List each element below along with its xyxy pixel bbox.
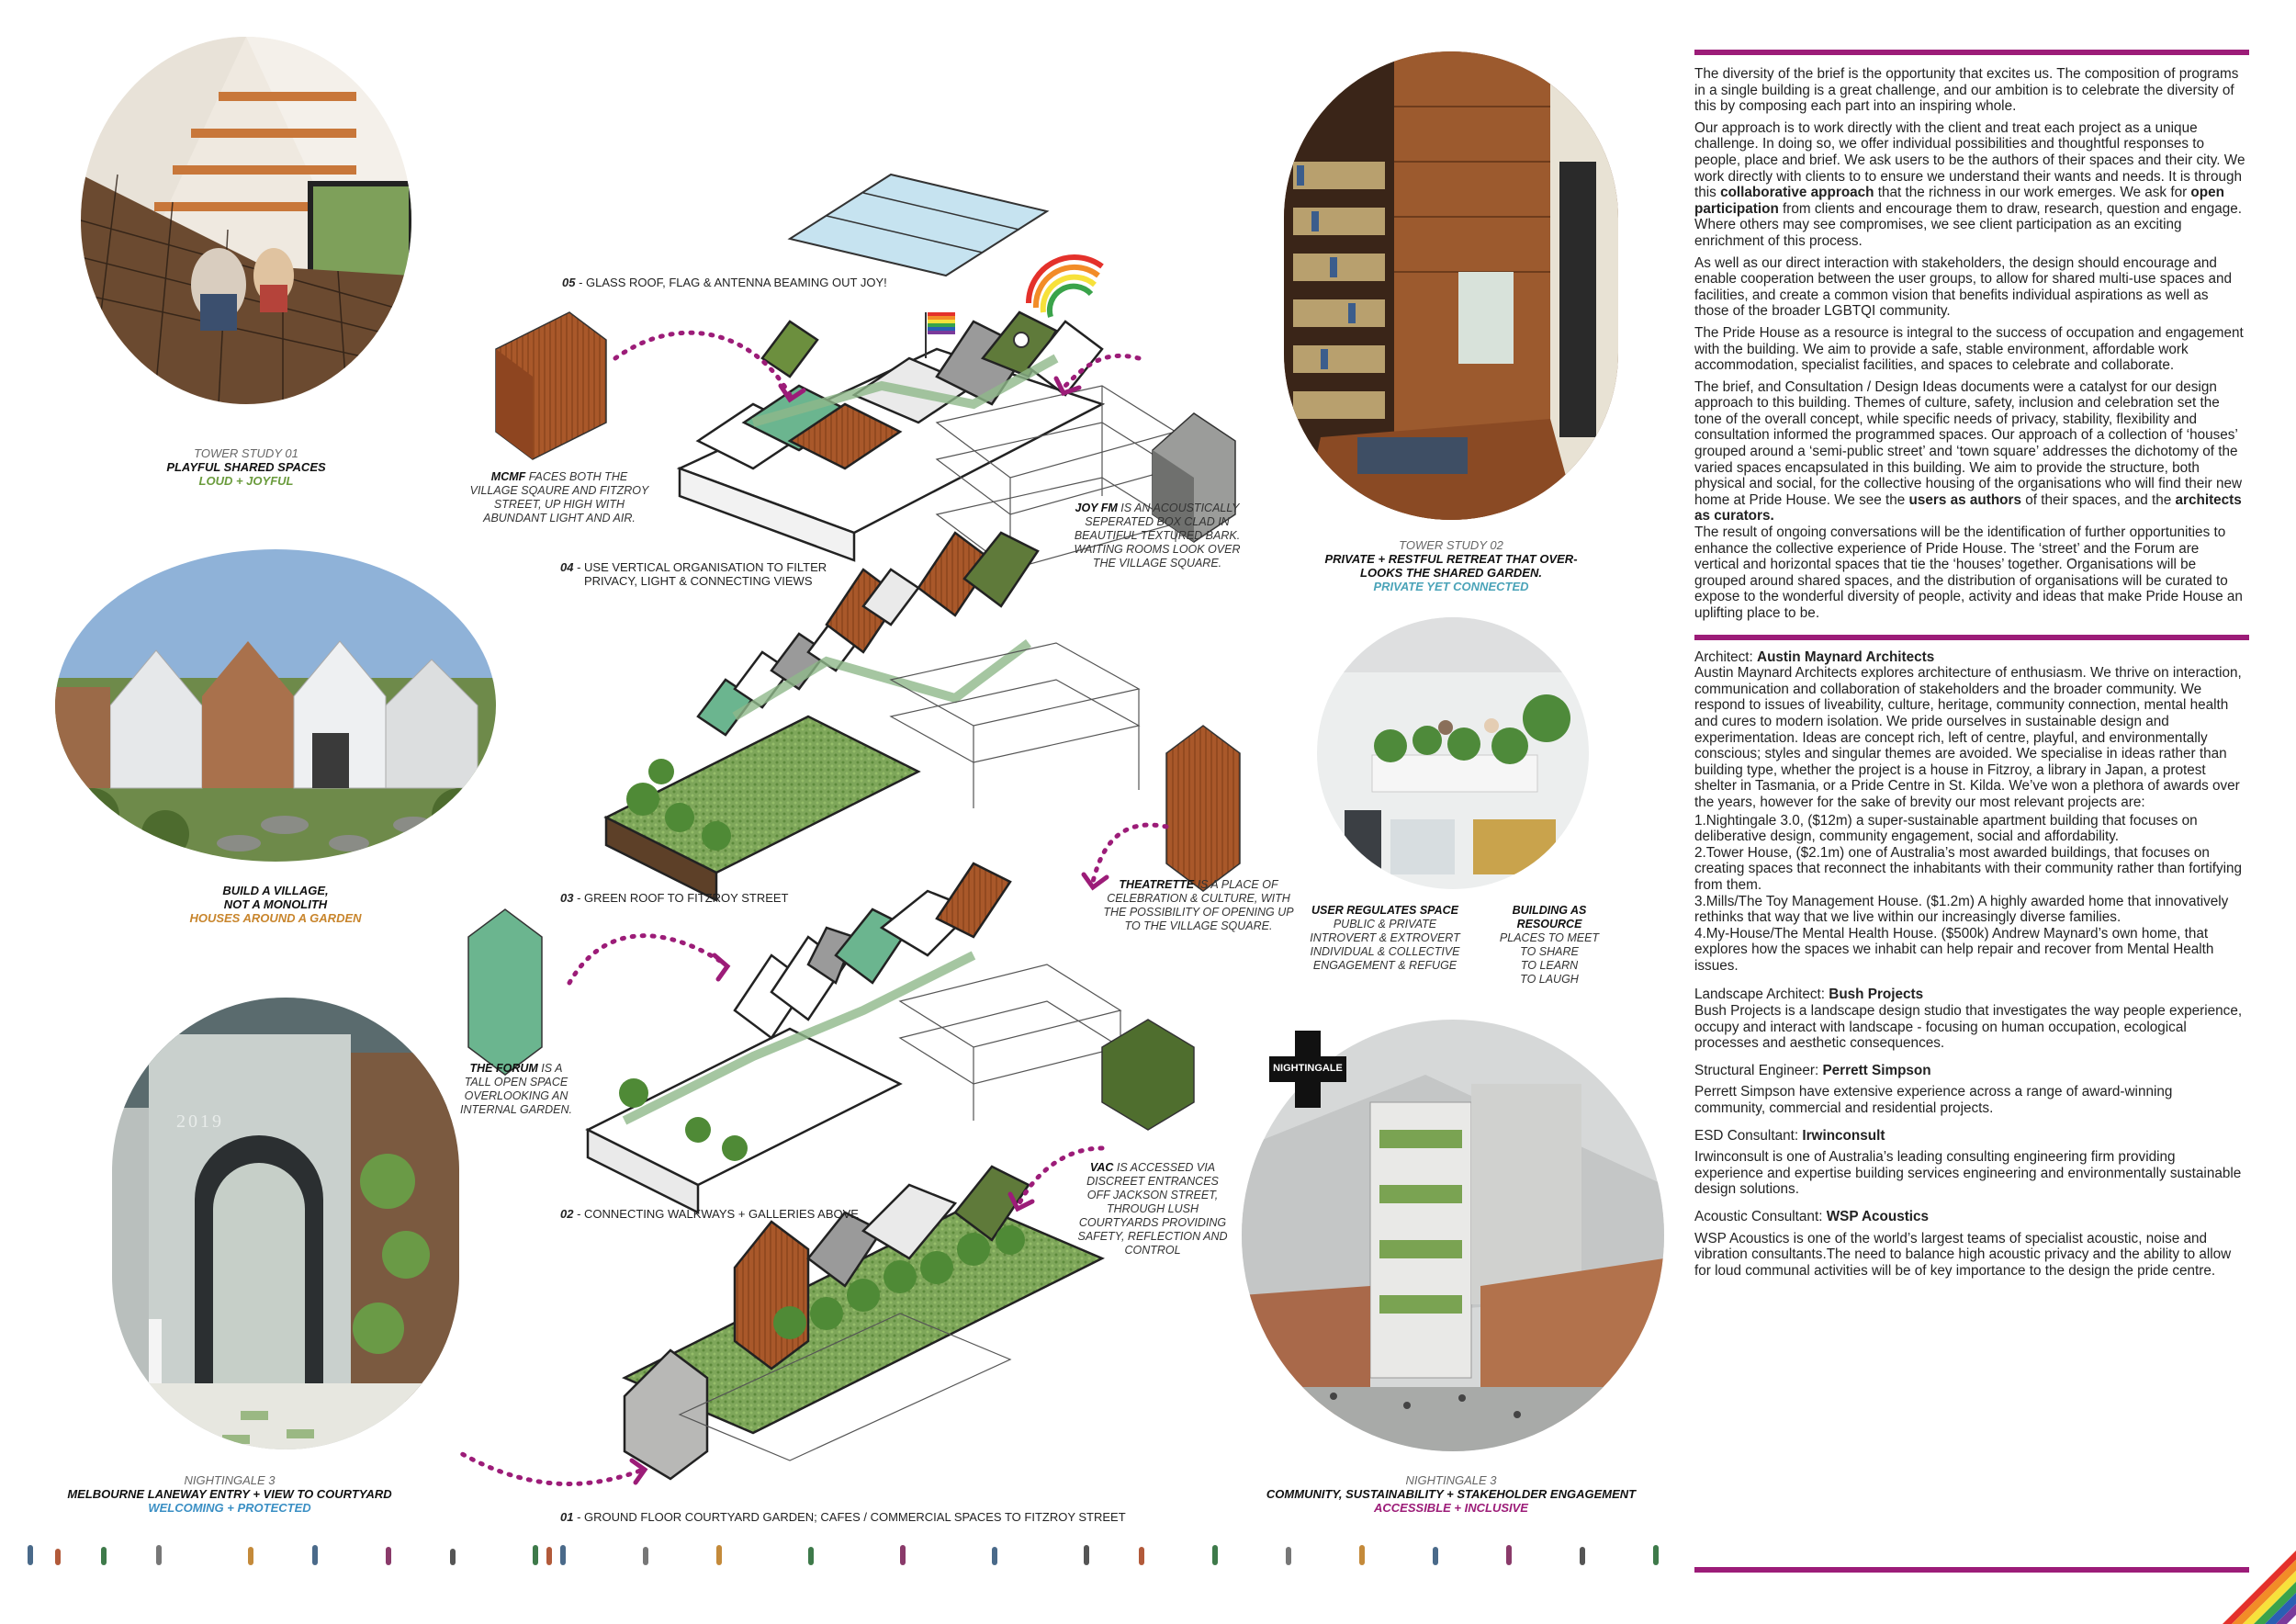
step-02-label: 02 - CONNECTING WALKWAYS + GALLERIES ABO… (560, 1207, 859, 1221)
acoustic-heading: Acoustic Consultant: WSP Acoustics (1694, 1209, 1930, 1224)
level-01-grid (678, 1313, 1012, 1461)
structural-heading: Structural Engineer: Perrett Simpson (1694, 1062, 1931, 1078)
para-stakeholders: As well as our direct interaction with s… (1694, 254, 2233, 320)
glass-roof (787, 173, 1050, 277)
building-as-resource: BUILDING AS RESOURCE PLACES TO MEET TO S… (1499, 904, 1600, 986)
photo-user-regulates (1317, 617, 1589, 889)
joy-fm-volume (1152, 412, 1236, 543)
theatrette-volume (1165, 725, 1241, 892)
pride-flag (925, 312, 955, 358)
top-rule (1694, 50, 2249, 55)
esd-heading: ESD Consultant: Irwinconsult (1694, 1127, 1885, 1144)
note-vac: VAC IS ACCESSED VIA DISCREET ENTRANCES O… (1077, 1161, 1228, 1257)
vac-volume (1101, 1019, 1195, 1131)
caption-tower-study-02: TOWER STUDY 02 PRIVATE + RESTFUL RETREAT… (1324, 538, 1578, 593)
axonometric-diagrams (459, 173, 1241, 1487)
note-mcmf: MCMF FACES BOTH THE VILLAGE SQAURE AND F… (469, 470, 649, 524)
mcmf-volume (495, 311, 607, 460)
project-1: 1.Nightingale 3.0, ($12m) a super-sustai… (1694, 812, 2198, 845)
level-01-trees (773, 1225, 1025, 1339)
dotted-arrows (459, 330, 1169, 1487)
caption-laneway-entry: NIGHTINGALE 3 MELBOURNE LANEWAY ENTRY + … (67, 1473, 392, 1515)
photo-year-label: 2019 (176, 1111, 224, 1132)
photo-build-a-village (55, 549, 496, 862)
level-02-massing (585, 862, 1012, 1215)
architect-text: Austin Maynard Architects explores archi… (1694, 665, 2242, 810)
text-column: The diversity of the brief is the opport… (1694, 66, 2249, 1284)
people-strip (28, 1545, 1659, 1565)
esd-text: Irwinconsult is one of Australia’s leadi… (1694, 1149, 2242, 1198)
caption-nightingale-community: NIGHTINGALE 3 COMMUNITY, SUSTAINABILITY … (1266, 1473, 1637, 1515)
user-regulates-space: USER REGULATES SPACE PUBLIC & PRIVATE IN… (1310, 904, 1460, 972)
photo-tower-study-01 (81, 37, 411, 404)
forum-volume (467, 908, 543, 1076)
photo-laneway-entry (112, 998, 459, 1449)
project-2: 2.Tower House, ($2.1m) one of Australia’… (1694, 844, 2243, 893)
note-theatrette: THEATRETTE IS A PLACE OF CELEBRATION & C… (1103, 878, 1294, 932)
landscape-heading: Landscape Architect: Bush Projects (1694, 987, 1924, 1003)
bottom-rule (1694, 1567, 2249, 1573)
level-04-massing (676, 310, 1106, 562)
level-02-trees (619, 1078, 748, 1161)
acoustic-text: WSP Acoustics is one of the world’s larg… (1694, 1230, 2232, 1279)
note-joy-fm: JOY FM IS AN ACOUSTICALLY SEPERATED BOX … (1074, 502, 1241, 570)
step-01-label: 01 - GROUND FLOOR COURTYARD GARDEN; CAFE… (560, 1510, 1126, 1524)
note-forum: THE FORUM IS A TALL OPEN SPACE OVERLOOKI… (459, 1062, 572, 1116)
step-04-label: 04 - USE VERTICAL ORGANISATION TO FILTER… (560, 560, 827, 588)
level-02-grid (898, 964, 1122, 1121)
antenna-rainbow (1013, 254, 1104, 348)
arrow-heads (629, 376, 1109, 1485)
caption-build-a-village: BUILD A VILLAGE, NOT A MONOLITH HOUSES A… (189, 884, 362, 925)
para-diversity: The diversity of the brief is the opport… (1694, 66, 2239, 115)
para-brief: The brief, and Consultation / Design Ide… (1694, 378, 2243, 524)
nightingale-logo: NIGHTINGALE (1269, 1031, 1346, 1108)
para-resource: The Pride House as a resource is integra… (1694, 324, 2244, 374)
step-05-label: 05 - GLASS ROOF, FLAG & ANTENNA BEAMING … (562, 276, 887, 289)
project-4: 4.My-House/The Mental Health House. ($50… (1694, 925, 2214, 974)
level-03-trees (626, 759, 731, 851)
project-3: 3.Mills/The Toy Management House. ($1.2m… (1694, 893, 2229, 926)
corner-rainbow-stripes (2223, 1551, 2296, 1624)
landscape-text: Bush Projects is a landscape design stud… (1694, 1003, 2243, 1052)
caption-tower-study-01: TOWER STUDY 01 PLAYFUL SHARED SPACES LOU… (166, 446, 326, 488)
para-result: The result of ongoing conversations will… (1694, 524, 2243, 621)
para-approach: Our approach is to work directly with th… (1694, 119, 2245, 249)
structural-text: Perrett Simpson have extensive experienc… (1694, 1084, 2173, 1117)
step-03-label: 03 - GREEN ROOF TO FITZROY STREET (560, 891, 789, 905)
people-figures (28, 1545, 1659, 1565)
mid-rule (1694, 634, 2249, 640)
photo-tower-study-02 (1284, 51, 1618, 520)
level-03-grid (889, 642, 1141, 808)
architect-heading: Architect: Austin Maynard Architects (1694, 648, 1935, 665)
level-03-massing (603, 531, 1040, 903)
nightingale-logo-text: NIGHTINGALE (1273, 1063, 1343, 1074)
